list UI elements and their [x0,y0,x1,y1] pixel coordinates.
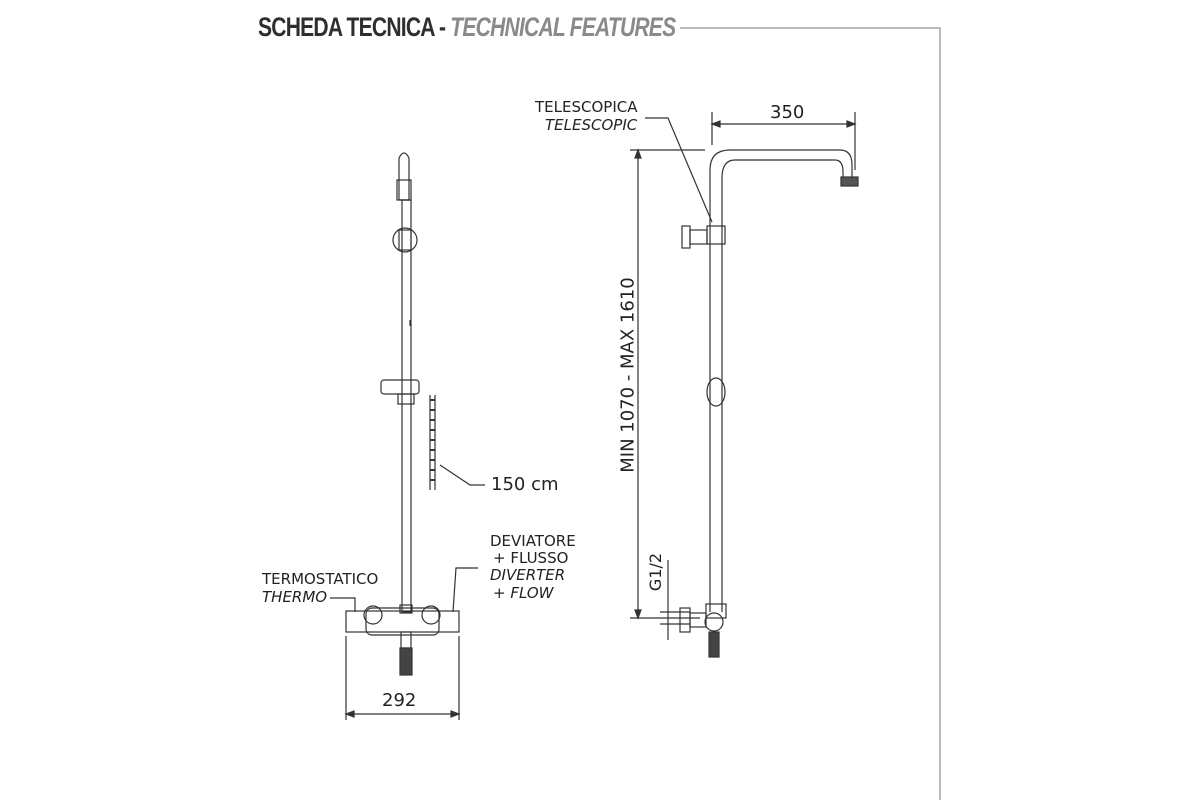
left-shower-column [330,152,485,720]
diverter-label-it-1: DEVIATORE [490,532,576,550]
right-shower-column [630,112,859,658]
diverter-label-en-2: + FLOW [493,584,554,602]
thermostatic-mixer [345,610,460,633]
telescopic-label-it: TELESCOPICA [535,98,638,116]
arm-dimension: 350 [770,102,805,123]
telescopic-label-en: TELESCOPIC [545,116,638,134]
hose-leader [439,464,485,486]
title-english: TECHNICAL FEATURES [450,12,676,42]
title-separator: - [438,12,446,42]
page-title: SCHEDA TECNICA - TECHNICAL FEATURES [258,12,676,43]
thermostatic-label-it: TERMOSTATICO [262,570,379,588]
thermostatic-label-en: THERMO [262,588,328,606]
title-italian: SCHEDA TECNICA [258,12,435,42]
diverter-label-it-2: + FLUSSO [493,549,569,567]
width-dimension: 292 [382,690,417,711]
hose-length-label: 150 cm [491,474,559,495]
diverter-label-en-1: DIVERTER [490,566,566,584]
frame-line [680,27,941,800]
height-dimension: MIN 1070 - MAX 1610 [617,277,639,473]
connection-dimension: G1/2 [646,552,665,592]
